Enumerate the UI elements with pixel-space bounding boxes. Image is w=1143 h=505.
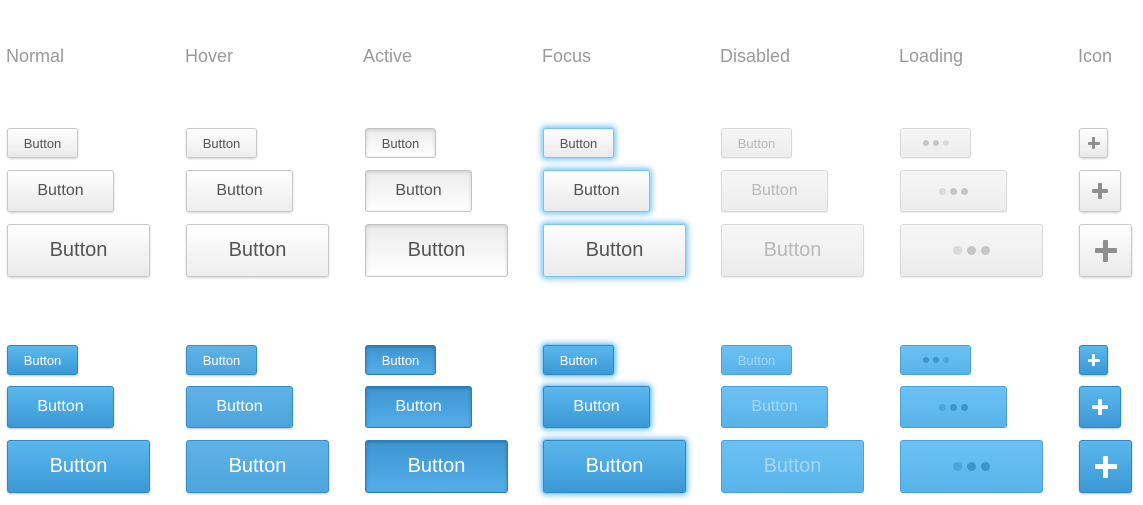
plus-icon	[1087, 354, 1100, 366]
column-header-disabled: Disabled	[720, 46, 791, 66]
blue-active-medium-button[interactable]: Button	[365, 386, 472, 428]
blue-hover-small-button[interactable]: Button	[186, 345, 257, 375]
blue-icon-large-button[interactable]	[1079, 440, 1132, 493]
column-header-normal: Normal	[6, 46, 65, 66]
gray-hover-large-button[interactable]: Button	[186, 224, 329, 277]
gray-normal-large-button[interactable]: Button	[7, 224, 150, 277]
plus-icon	[1087, 137, 1100, 149]
blue-active-large-button[interactable]: Button	[365, 440, 508, 493]
loading-dots-icon	[922, 357, 949, 363]
gray-active-medium-button[interactable]: Button	[365, 170, 472, 212]
blue-normal-small-button[interactable]: Button	[7, 345, 78, 375]
plus-icon	[1092, 399, 1108, 415]
blue-disabled-large-button[interactable]: Button	[721, 440, 864, 493]
blue-disabled-medium-button[interactable]: Button	[721, 386, 828, 428]
gray-active-small-button[interactable]: Button	[365, 128, 436, 158]
column-header-loading: Loading	[899, 46, 964, 66]
plus-icon	[1094, 239, 1117, 262]
blue-hover-large-button[interactable]: Button	[186, 440, 329, 493]
blue-focus-medium-button[interactable]: Button	[543, 386, 650, 428]
gray-loading-small-button[interactable]	[900, 128, 971, 158]
loading-dots-icon	[953, 246, 990, 255]
gray-disabled-large-button[interactable]: Button	[721, 224, 864, 277]
blue-loading-medium-button[interactable]	[900, 386, 1007, 428]
gray-icon-small-button[interactable]	[1079, 128, 1108, 158]
gray-normal-medium-button[interactable]: Button	[7, 170, 114, 212]
loading-dots-icon	[922, 140, 949, 146]
blue-disabled-small-button[interactable]: Button	[721, 345, 792, 375]
blue-icon-medium-button[interactable]	[1079, 386, 1121, 428]
blue-loading-small-button[interactable]	[900, 345, 971, 375]
gray-hover-small-button[interactable]: Button	[186, 128, 257, 158]
column-header-hover: Hover	[185, 46, 234, 66]
gray-active-large-button[interactable]: Button	[365, 224, 508, 277]
blue-icon-small-button[interactable]	[1079, 345, 1108, 375]
blue-focus-small-button[interactable]: Button	[543, 345, 614, 375]
gray-icon-medium-button[interactable]	[1079, 170, 1121, 212]
blue-active-small-button[interactable]: Button	[365, 345, 436, 375]
gray-disabled-medium-button[interactable]: Button	[721, 170, 828, 212]
gray-focus-large-button[interactable]: Button	[543, 224, 686, 277]
gray-focus-small-button[interactable]: Button	[543, 128, 614, 158]
column-header-focus: Focus	[542, 46, 592, 66]
plus-icon	[1092, 183, 1108, 199]
gray-loading-medium-button[interactable]	[900, 170, 1007, 212]
loading-dots-icon	[939, 403, 968, 411]
gray-loading-large-button[interactable]	[900, 224, 1043, 277]
gray-normal-small-button[interactable]: Button	[7, 128, 78, 158]
loading-dots-icon	[953, 462, 990, 471]
plus-icon	[1094, 455, 1117, 478]
blue-loading-large-button[interactable]	[900, 440, 1043, 493]
blue-normal-medium-button[interactable]: Button	[7, 386, 114, 428]
blue-normal-large-button[interactable]: Button	[7, 440, 150, 493]
gray-focus-medium-button[interactable]: Button	[543, 170, 650, 212]
gray-disabled-small-button[interactable]: Button	[721, 128, 792, 158]
loading-dots-icon	[939, 187, 968, 195]
gray-hover-medium-button[interactable]: Button	[186, 170, 293, 212]
column-header-icon: Icon	[1078, 46, 1113, 66]
column-header-active: Active	[363, 46, 413, 66]
gray-icon-large-button[interactable]	[1079, 224, 1132, 277]
blue-focus-large-button[interactable]: Button	[543, 440, 686, 493]
blue-hover-medium-button[interactable]: Button	[186, 386, 293, 428]
